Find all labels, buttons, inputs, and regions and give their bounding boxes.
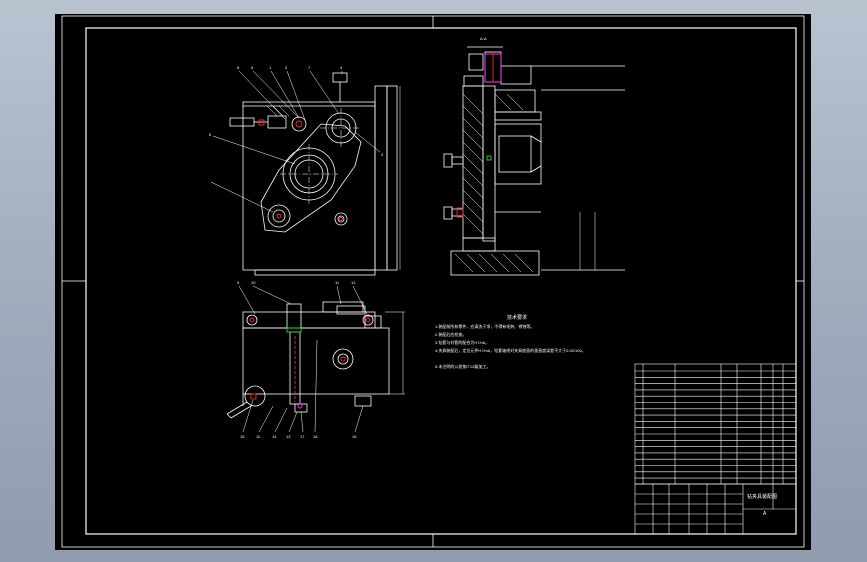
center-marks	[62, 16, 804, 547]
notes-line: 5.未注明的公差按IT12级加工。	[435, 363, 490, 369]
svg-text:A-A: A-A	[480, 36, 487, 41]
top-view	[226, 285, 405, 433]
notes-line: 1.装配前所有零件，应清洗干净，不得有毛刺、锈蚀等。	[435, 323, 534, 329]
front-view-accents	[258, 119, 343, 221]
svg-text:14: 14	[272, 434, 277, 439]
svg-text:18: 18	[313, 434, 318, 439]
drawing-title: 钻夹具装配图	[747, 493, 777, 500]
notes-heading: 技术要求	[507, 314, 527, 321]
inner-border	[85, 27, 797, 535]
sheet-code: A	[763, 511, 767, 517]
svg-text:12: 12	[351, 280, 356, 285]
notes-line: 4.夹具装配后，定位元件H7/m6，钻套轴线对夹具底面的垂直度误差不大于0.02…	[435, 347, 586, 353]
front-view	[210, 70, 401, 276]
notes-line: 2.装配后应检查。	[435, 331, 466, 337]
svg-text:16: 16	[352, 434, 357, 439]
svg-text:2: 2	[285, 65, 288, 70]
svg-text:9: 9	[237, 280, 240, 285]
svg-text:8: 8	[237, 65, 240, 70]
svg-text:11: 11	[256, 434, 261, 439]
cad-drawing: 8 5 1 2 7 4 3 6 A-A	[61, 15, 805, 548]
svg-text:10: 10	[251, 280, 256, 285]
svg-text:6: 6	[209, 132, 212, 137]
top-view-accents	[249, 317, 371, 409]
technical-notes: 技术要求 1.装配前所有零件，应清洗干净，不得有毛刺、锈蚀等。 2.装配后应检查…	[435, 314, 586, 369]
parts-list	[634, 363, 797, 485]
notes-line: 3.钻套与衬套的配合为H7/n6。	[435, 339, 489, 345]
drawing-sheet: 8 5 1 2 7 4 3 6 A-A	[55, 14, 811, 550]
side-view-hatching	[454, 93, 534, 273]
side-view-accents	[456, 52, 502, 218]
outer-border	[61, 15, 805, 548]
svg-text:4: 4	[340, 65, 343, 70]
svg-text:3: 3	[381, 152, 384, 157]
svg-text:11: 11	[335, 280, 340, 285]
front-view-balloons: 8 5 1 2 7 4 3 6	[209, 65, 384, 157]
svg-text:7: 7	[308, 65, 311, 70]
title-block-text: 钻夹具装配图 A	[747, 493, 777, 517]
svg-text:13: 13	[286, 434, 291, 439]
svg-text:1: 1	[269, 65, 272, 70]
svg-text:17: 17	[300, 434, 305, 439]
svg-text:5: 5	[251, 65, 254, 70]
title-block	[634, 483, 797, 535]
svg-text:15: 15	[240, 434, 245, 439]
side-view: A-A	[443, 36, 625, 276]
top-view-balloons: 9 10 11 12 15 11 14 13 17 18 16	[237, 280, 357, 439]
